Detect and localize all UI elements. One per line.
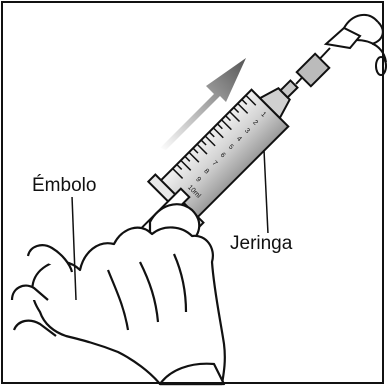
frame-border (1, 1, 384, 384)
